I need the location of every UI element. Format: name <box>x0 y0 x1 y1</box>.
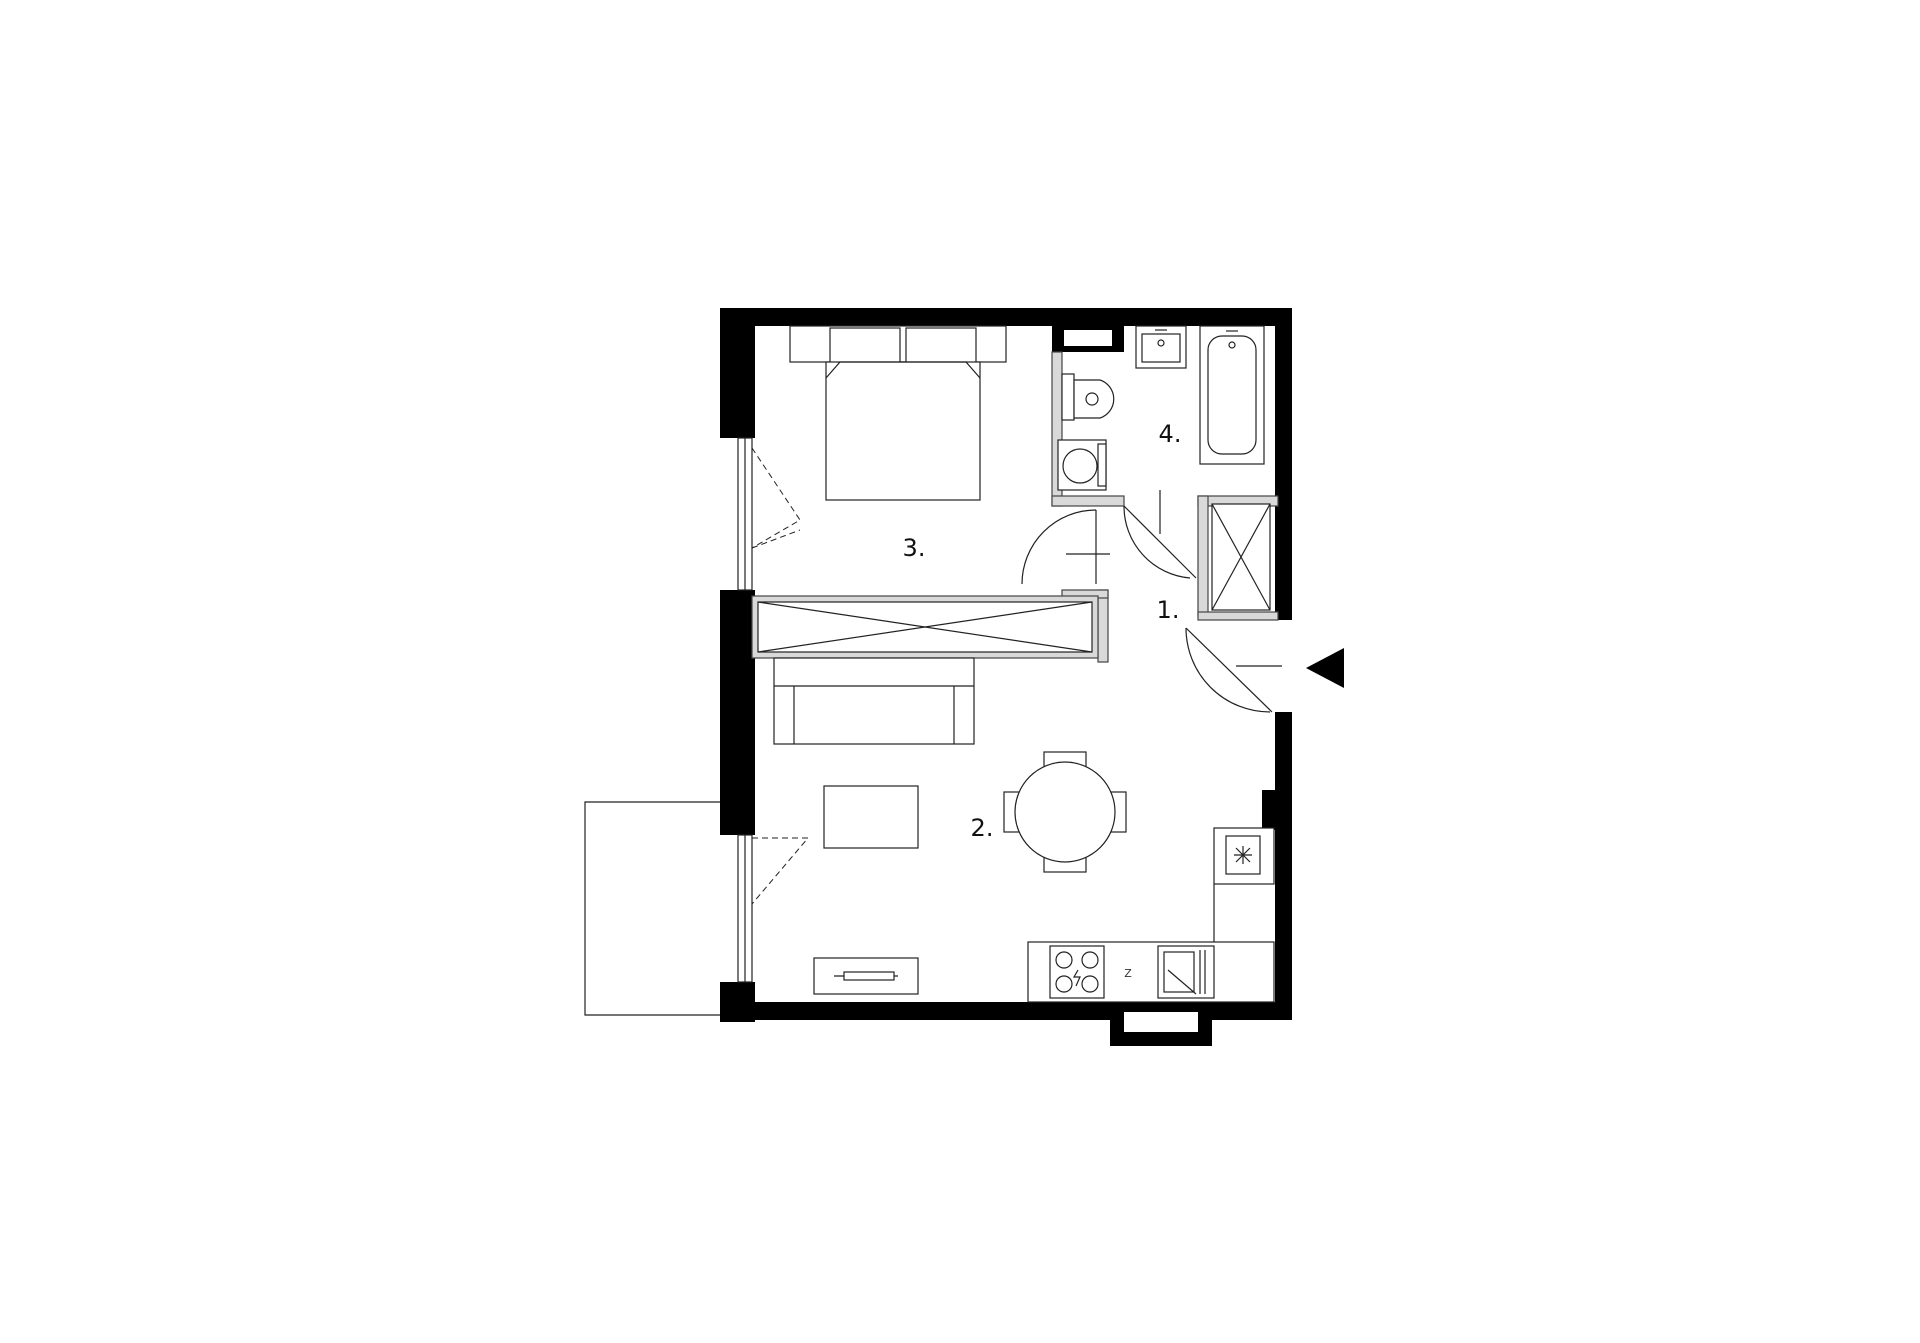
door-bathroom <box>1123 490 1197 579</box>
fridge: Z <box>1124 967 1132 980</box>
room-label-1: 1. <box>1157 596 1180 624</box>
room-label-4: 4. <box>1159 420 1182 448</box>
ventilation-icon <box>1225 835 1261 875</box>
dining-table <box>1003 751 1127 873</box>
kitchen-sink <box>1157 945 1215 999</box>
hall-closet <box>1211 503 1271 611</box>
washing-machine <box>1057 439 1107 491</box>
window-living <box>737 834 810 983</box>
sink-bathroom <box>1135 325 1187 369</box>
bathtub <box>1199 325 1265 465</box>
coffee-table <box>823 785 919 849</box>
toilet <box>1061 373 1115 421</box>
stove <box>1049 945 1105 999</box>
fridge-label: Z <box>1124 967 1132 980</box>
tv-console <box>813 957 919 995</box>
sofa <box>773 657 975 745</box>
door-bedroom <box>1021 509 1110 585</box>
entrance-arrow-icon <box>1306 648 1344 688</box>
interior-walls <box>1051 351 1279 663</box>
door-entrance <box>1185 627 1282 713</box>
bed <box>789 325 1007 501</box>
room-label-2: 2. <box>971 814 994 842</box>
balcony <box>584 801 720 1016</box>
exterior-walls <box>720 308 1292 1046</box>
window-bedroom <box>737 437 801 591</box>
room-label-3: 3. <box>903 534 926 562</box>
wardrobe <box>751 595 1099 659</box>
